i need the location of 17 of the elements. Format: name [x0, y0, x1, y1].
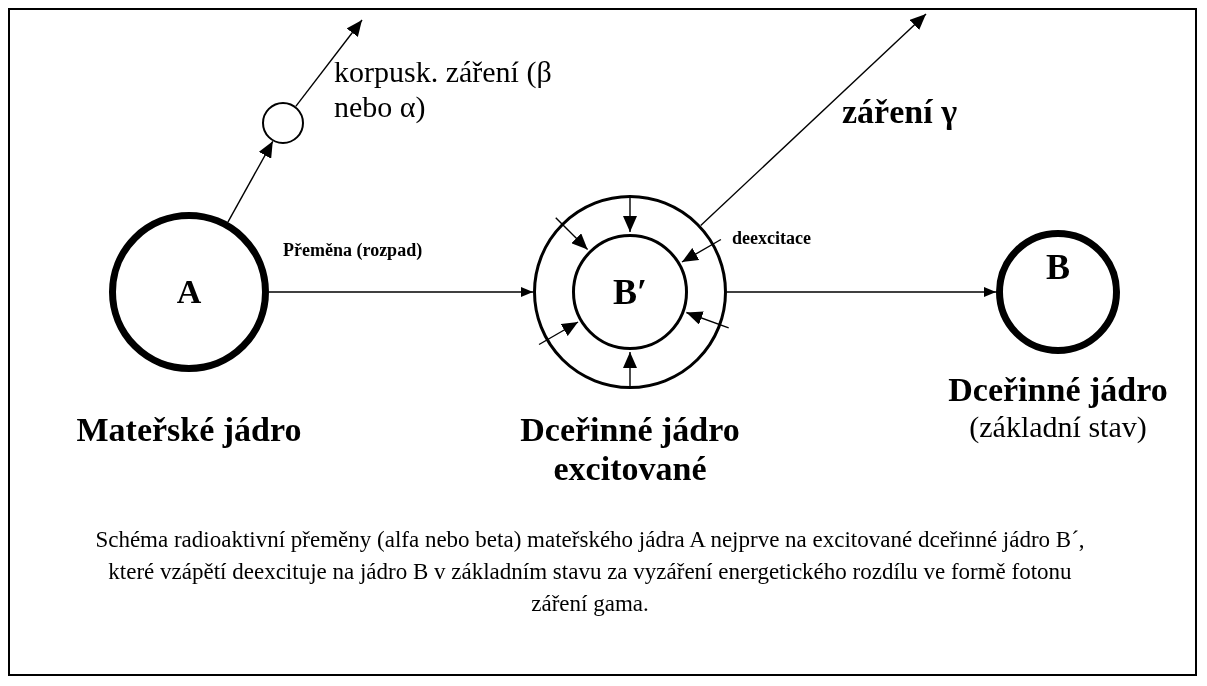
caption: Schéma radioaktivní přeměny (alfa nebo beta) mateřského jádra A nejprve na excitované dceřinné jádro B´, které vzápětí deexcituje na jádro B v základním stavu za vyzáření energetického rozdílu ve formě fotonu záření gama.: [94, 526, 1086, 619]
arrow: [726, 287, 997, 297]
radiation-label: záření γ: [842, 92, 959, 132]
arrow: [295, 19, 363, 108]
arrow: [700, 13, 927, 227]
edge-label: Přeměna (rozpad): [283, 240, 424, 261]
nucleus-caption: Dceřinné jádro excitované: [519, 410, 741, 489]
radiation-label: deexcitace: [732, 228, 812, 249]
nucleus-caption: Mateřské jádro: [75, 410, 303, 450]
arrow: [268, 287, 534, 297]
nucleus-caption: (základní stav): [968, 410, 1148, 445]
nucleus-caption: Dceřinné jádro: [947, 370, 1169, 410]
nucleus-letter: B′: [612, 274, 648, 310]
arrow: [227, 140, 274, 223]
nucleus-letter: B: [1046, 246, 1070, 285]
nucleus-letter: A: [176, 275, 202, 309]
radiation-label: korpusk. záření (β nebo α): [334, 55, 553, 124]
